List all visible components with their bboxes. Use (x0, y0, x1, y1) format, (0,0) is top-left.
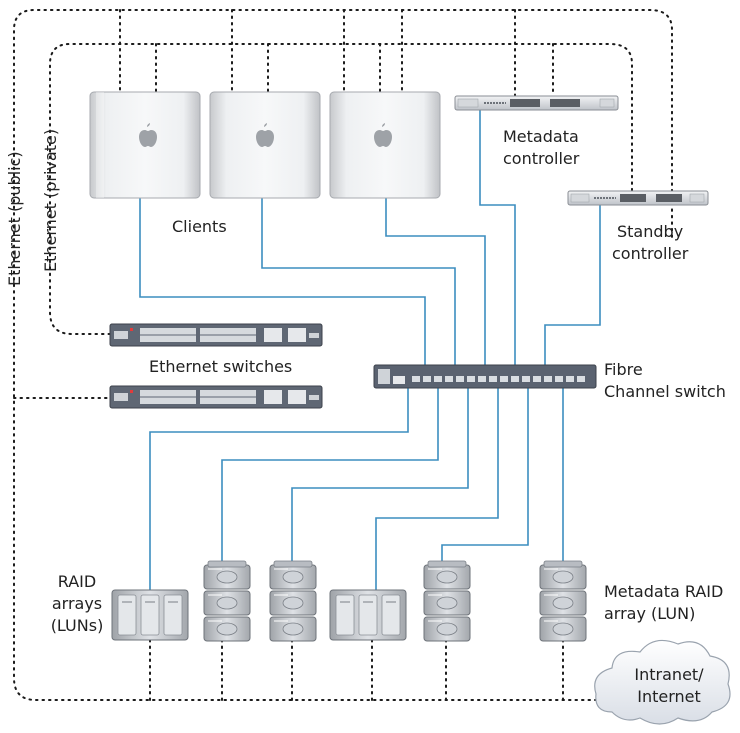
apple-logo-icon (256, 123, 274, 147)
raid-disk-icon (203, 560, 251, 642)
ethernet-private-label: Ethernet (private) (41, 128, 60, 272)
fibre-channel-switch (373, 364, 597, 389)
cloud-icon (594, 639, 731, 725)
fibre-switch-icon (378, 369, 390, 384)
fc-port (467, 376, 475, 382)
metadata-controller-label-line-1: Metadata (503, 127, 579, 146)
raid-disk-icon (269, 560, 317, 642)
clients-label: Clients (172, 217, 227, 236)
fc-port (423, 376, 431, 382)
client-mac-pro-2 (209, 91, 321, 199)
fc-port (445, 376, 453, 382)
cloud-label-line-2: Internet (637, 687, 701, 706)
network-switch-icon (114, 393, 128, 401)
ethernet-switches-label: Ethernet switches (149, 357, 293, 376)
ethernet-switch-2 (109, 385, 323, 409)
fc-port (566, 376, 574, 382)
apple-logo-icon (139, 123, 157, 147)
fibre-channel-switch-label-line-1: Fibre (604, 360, 643, 379)
fibre-channel-links (139, 110, 601, 590)
fc-port (434, 376, 442, 382)
fc-port (500, 376, 508, 382)
ethernet-private-link (49, 43, 633, 335)
fc-port (412, 376, 420, 382)
fc-port (478, 376, 486, 382)
fc-port (522, 376, 530, 382)
raid-disk-icon (539, 560, 587, 642)
raid-disk-icon (423, 560, 471, 642)
client-mac-pro-1 (89, 91, 201, 199)
standby-controller-label-line-1: Standby (617, 222, 684, 241)
metadata-raid-array-label-line-2: array (LUN) (604, 604, 696, 623)
fc-port (544, 376, 552, 382)
fc-port (511, 376, 519, 382)
fibre-channel-switch-label-line-2: Channel switch (604, 382, 726, 401)
network-switch-icon (114, 331, 128, 339)
raid-disk-icon (111, 589, 189, 641)
raid-arrays-label-line-3: (LUNs) (50, 616, 104, 635)
client-mac-pro-3 (329, 91, 441, 199)
fc-port (555, 376, 563, 382)
standby-controller-server (567, 190, 709, 206)
ethernet-switch-1 (109, 323, 323, 347)
metadata-controller-label-line-2: controller (503, 149, 580, 168)
metadata-controller-server (454, 95, 619, 111)
standby-controller-label-line-2: controller (612, 244, 689, 263)
fc-port (533, 376, 541, 382)
apple-logo-icon (374, 123, 392, 147)
fc-port (456, 376, 464, 382)
ethernet-public-link (13, 9, 673, 701)
metadata-raid-array-label-line-1: Metadata RAID (604, 582, 724, 601)
raid-arrays-label-line-1: RAID (57, 572, 97, 591)
fc-port (489, 376, 497, 382)
fc-port (577, 376, 585, 382)
raid-disk-icon (329, 589, 407, 641)
ethernet-public-label: Ethernet (public) (5, 151, 24, 286)
cloud-label-line-1: Intranet/ (634, 665, 704, 684)
raid-arrays-label-line-2: arrays (51, 594, 103, 613)
